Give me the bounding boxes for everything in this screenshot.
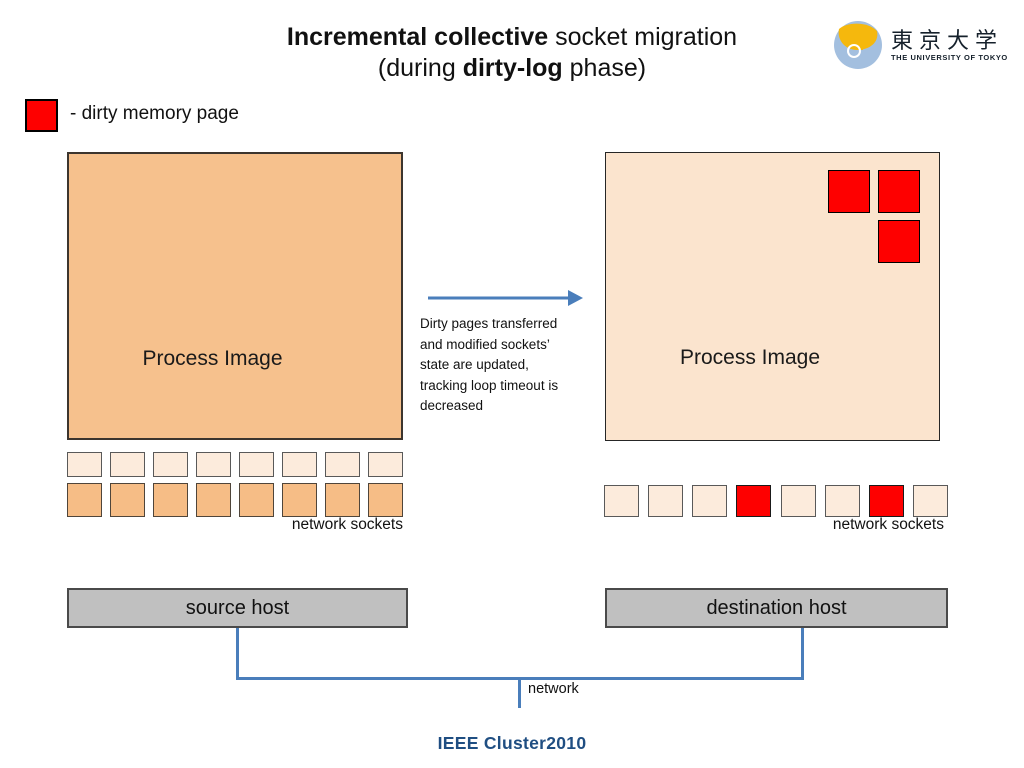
annotation-line: state are updated,: [420, 357, 529, 372]
transfer-annotation: Dirty pages transferred and modified sock…: [420, 314, 595, 417]
title-line-1: Incremental collective socket migration: [0, 22, 1024, 53]
socket-cell-active: [110, 483, 145, 517]
network-line-right: [801, 628, 804, 679]
source-process-image-label: Process Image: [142, 347, 283, 370]
socket-cell-plain: [196, 452, 231, 477]
title-line-2: (during dirty-log phase): [0, 53, 1024, 84]
network-line-horizontal: [236, 677, 804, 680]
dirty-memory-page: [878, 220, 920, 263]
annotation-line: decreased: [420, 398, 484, 413]
socket-cell-dirty: [868, 485, 904, 517]
destination-process-image-box: Process Image: [605, 152, 940, 441]
socket-cell-active: [196, 483, 231, 517]
university-of-tokyo-logo: 東京大学 THE UNIVERSITY OF TOKYO: [833, 20, 1008, 70]
socket-cell-active: [282, 483, 317, 517]
socket-cell-plain: [153, 452, 188, 477]
socket-cell-dirty: [736, 485, 772, 517]
socket-cell-active: [368, 483, 403, 517]
annotation-line: and modified sockets’: [420, 336, 550, 352]
dirty-page-legend-label: - dirty memory page: [70, 103, 239, 124]
slide-title: Incremental collective socket migration …: [0, 22, 1024, 84]
transfer-arrow-icon: [428, 290, 583, 306]
source-host-box: source host: [67, 588, 408, 628]
source-network-sockets-label: network sockets: [291, 516, 403, 533]
socket-cell-plain: [604, 485, 639, 517]
network-label: network: [528, 681, 579, 697]
title-line1-rest: socket migration: [548, 23, 738, 51]
network-line-center-stub: [518, 680, 521, 708]
source-socket-row-top: [67, 452, 403, 477]
title-line2-bold: dirty-log: [462, 54, 563, 82]
title-line2-post: phase): [562, 54, 647, 82]
socket-cell-active: [153, 483, 188, 517]
dirty-memory-page: [828, 170, 870, 213]
socket-cell-plain: [780, 485, 816, 517]
logo-kanji: 東京大学: [891, 27, 1004, 53]
dirty-page-legend-swatch: [25, 99, 58, 132]
socket-cell-active: [239, 483, 274, 517]
socket-cell-plain: [282, 452, 317, 477]
socket-cell-plain: [239, 452, 274, 477]
socket-cell-plain: [325, 452, 360, 477]
socket-cell-active: [325, 483, 360, 517]
destination-network-sockets-label: network sockets: [832, 516, 944, 533]
socket-cell-plain: [648, 485, 684, 517]
network-line-left: [236, 628, 239, 679]
socket-cell-plain: [67, 452, 102, 477]
socket-cell-plain: [368, 452, 403, 477]
conference-footer: IEEE Cluster2010: [437, 733, 587, 753]
annotation-line: Dirty pages transferred: [420, 316, 558, 331]
socket-cell-active: [67, 483, 102, 517]
dirty-memory-page: [878, 170, 920, 213]
logo-text: 東京大学 THE UNIVERSITY OF TOKYO: [891, 27, 1008, 62]
destination-process-image-label: Process Image: [679, 346, 821, 369]
destination-host-box: destination host: [605, 588, 948, 628]
source-socket-row-bottom: [67, 483, 403, 517]
socket-cell-plain: [824, 485, 860, 517]
destination-socket-row: [604, 485, 948, 517]
logo-subtitle: THE UNIVERSITY OF TOKYO: [891, 52, 1008, 62]
socket-cell-plain: [912, 485, 948, 517]
ginkgo-leaf-icon: [834, 21, 882, 69]
socket-cell-plain: [692, 485, 728, 517]
title-line1-bold: Incremental collective: [286, 23, 549, 51]
annotation-line: tracking loop timeout is: [420, 377, 559, 393]
source-process-image-box: Process Image: [67, 152, 403, 440]
socket-cell-plain: [110, 452, 145, 477]
title-line2-pre: (during: [377, 54, 463, 82]
